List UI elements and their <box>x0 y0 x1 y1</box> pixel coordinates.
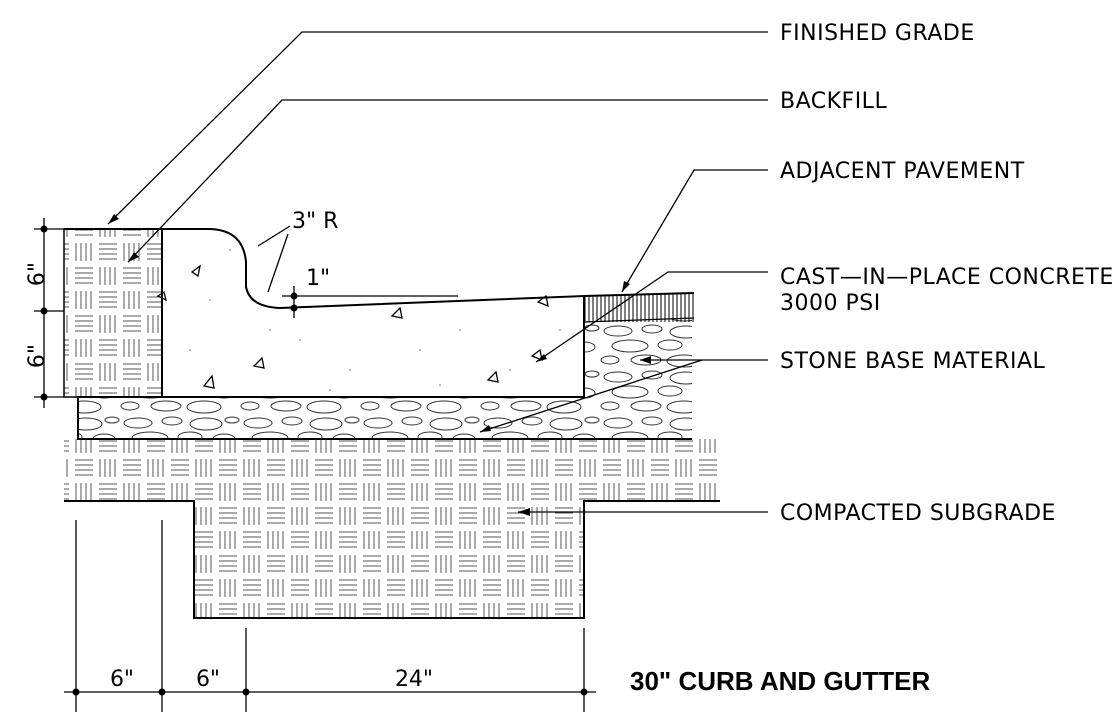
radius-dim: 3" R <box>292 209 338 234</box>
radius-leaders <box>257 225 291 293</box>
lower-height-dim: 6" <box>25 344 50 368</box>
stone-base-right-hatch <box>584 318 692 397</box>
stone-base-label: STONE BASE MATERIAL <box>780 349 1046 374</box>
adjacent-pavement-label: ADJACENT PAVEMENT <box>780 159 1025 184</box>
backfill-label: BACKFILL <box>780 89 887 114</box>
vertical-dimensions <box>34 218 64 408</box>
concrete-aggregate-marks <box>156 264 549 389</box>
backfill-hatch <box>63 228 163 398</box>
subgrade-label: COMPACTED SUBGRADE <box>780 501 1056 526</box>
lip-dimension <box>282 286 458 318</box>
callout-leaders <box>107 31 768 513</box>
drawing-title: 30" CURB AND GUTTER <box>630 666 930 696</box>
backfill-width-dim: 6" <box>110 667 134 692</box>
subgrade-outline <box>64 500 720 619</box>
adjacent-pavement-hatch <box>584 293 694 322</box>
subgrade-hatch-lower <box>194 501 584 618</box>
curb-width-dim: 6" <box>196 667 220 692</box>
stone-base-hatch <box>78 397 692 439</box>
gutter-width-dim: 24" <box>395 667 433 692</box>
pavement-surface-line <box>583 292 695 297</box>
finished-grade-label: FINISHED GRADE <box>780 21 975 46</box>
concrete-label-line2: 3000 PSI <box>780 291 881 316</box>
subgrade-hatch <box>64 439 720 501</box>
stone-base-outline <box>77 396 692 440</box>
horizontal-dimensions <box>64 520 596 712</box>
concrete-speckle <box>189 249 561 391</box>
leader-arrowheads <box>108 214 651 516</box>
concrete-label-line1: CAST—IN—PLACE CONCRETE <box>780 265 1114 290</box>
concrete-curb-gutter <box>161 228 585 398</box>
upper-height-dim: 6" <box>25 262 50 286</box>
pavement-bottom-line <box>583 317 695 323</box>
lip-drop-dim: 1" <box>306 266 330 291</box>
